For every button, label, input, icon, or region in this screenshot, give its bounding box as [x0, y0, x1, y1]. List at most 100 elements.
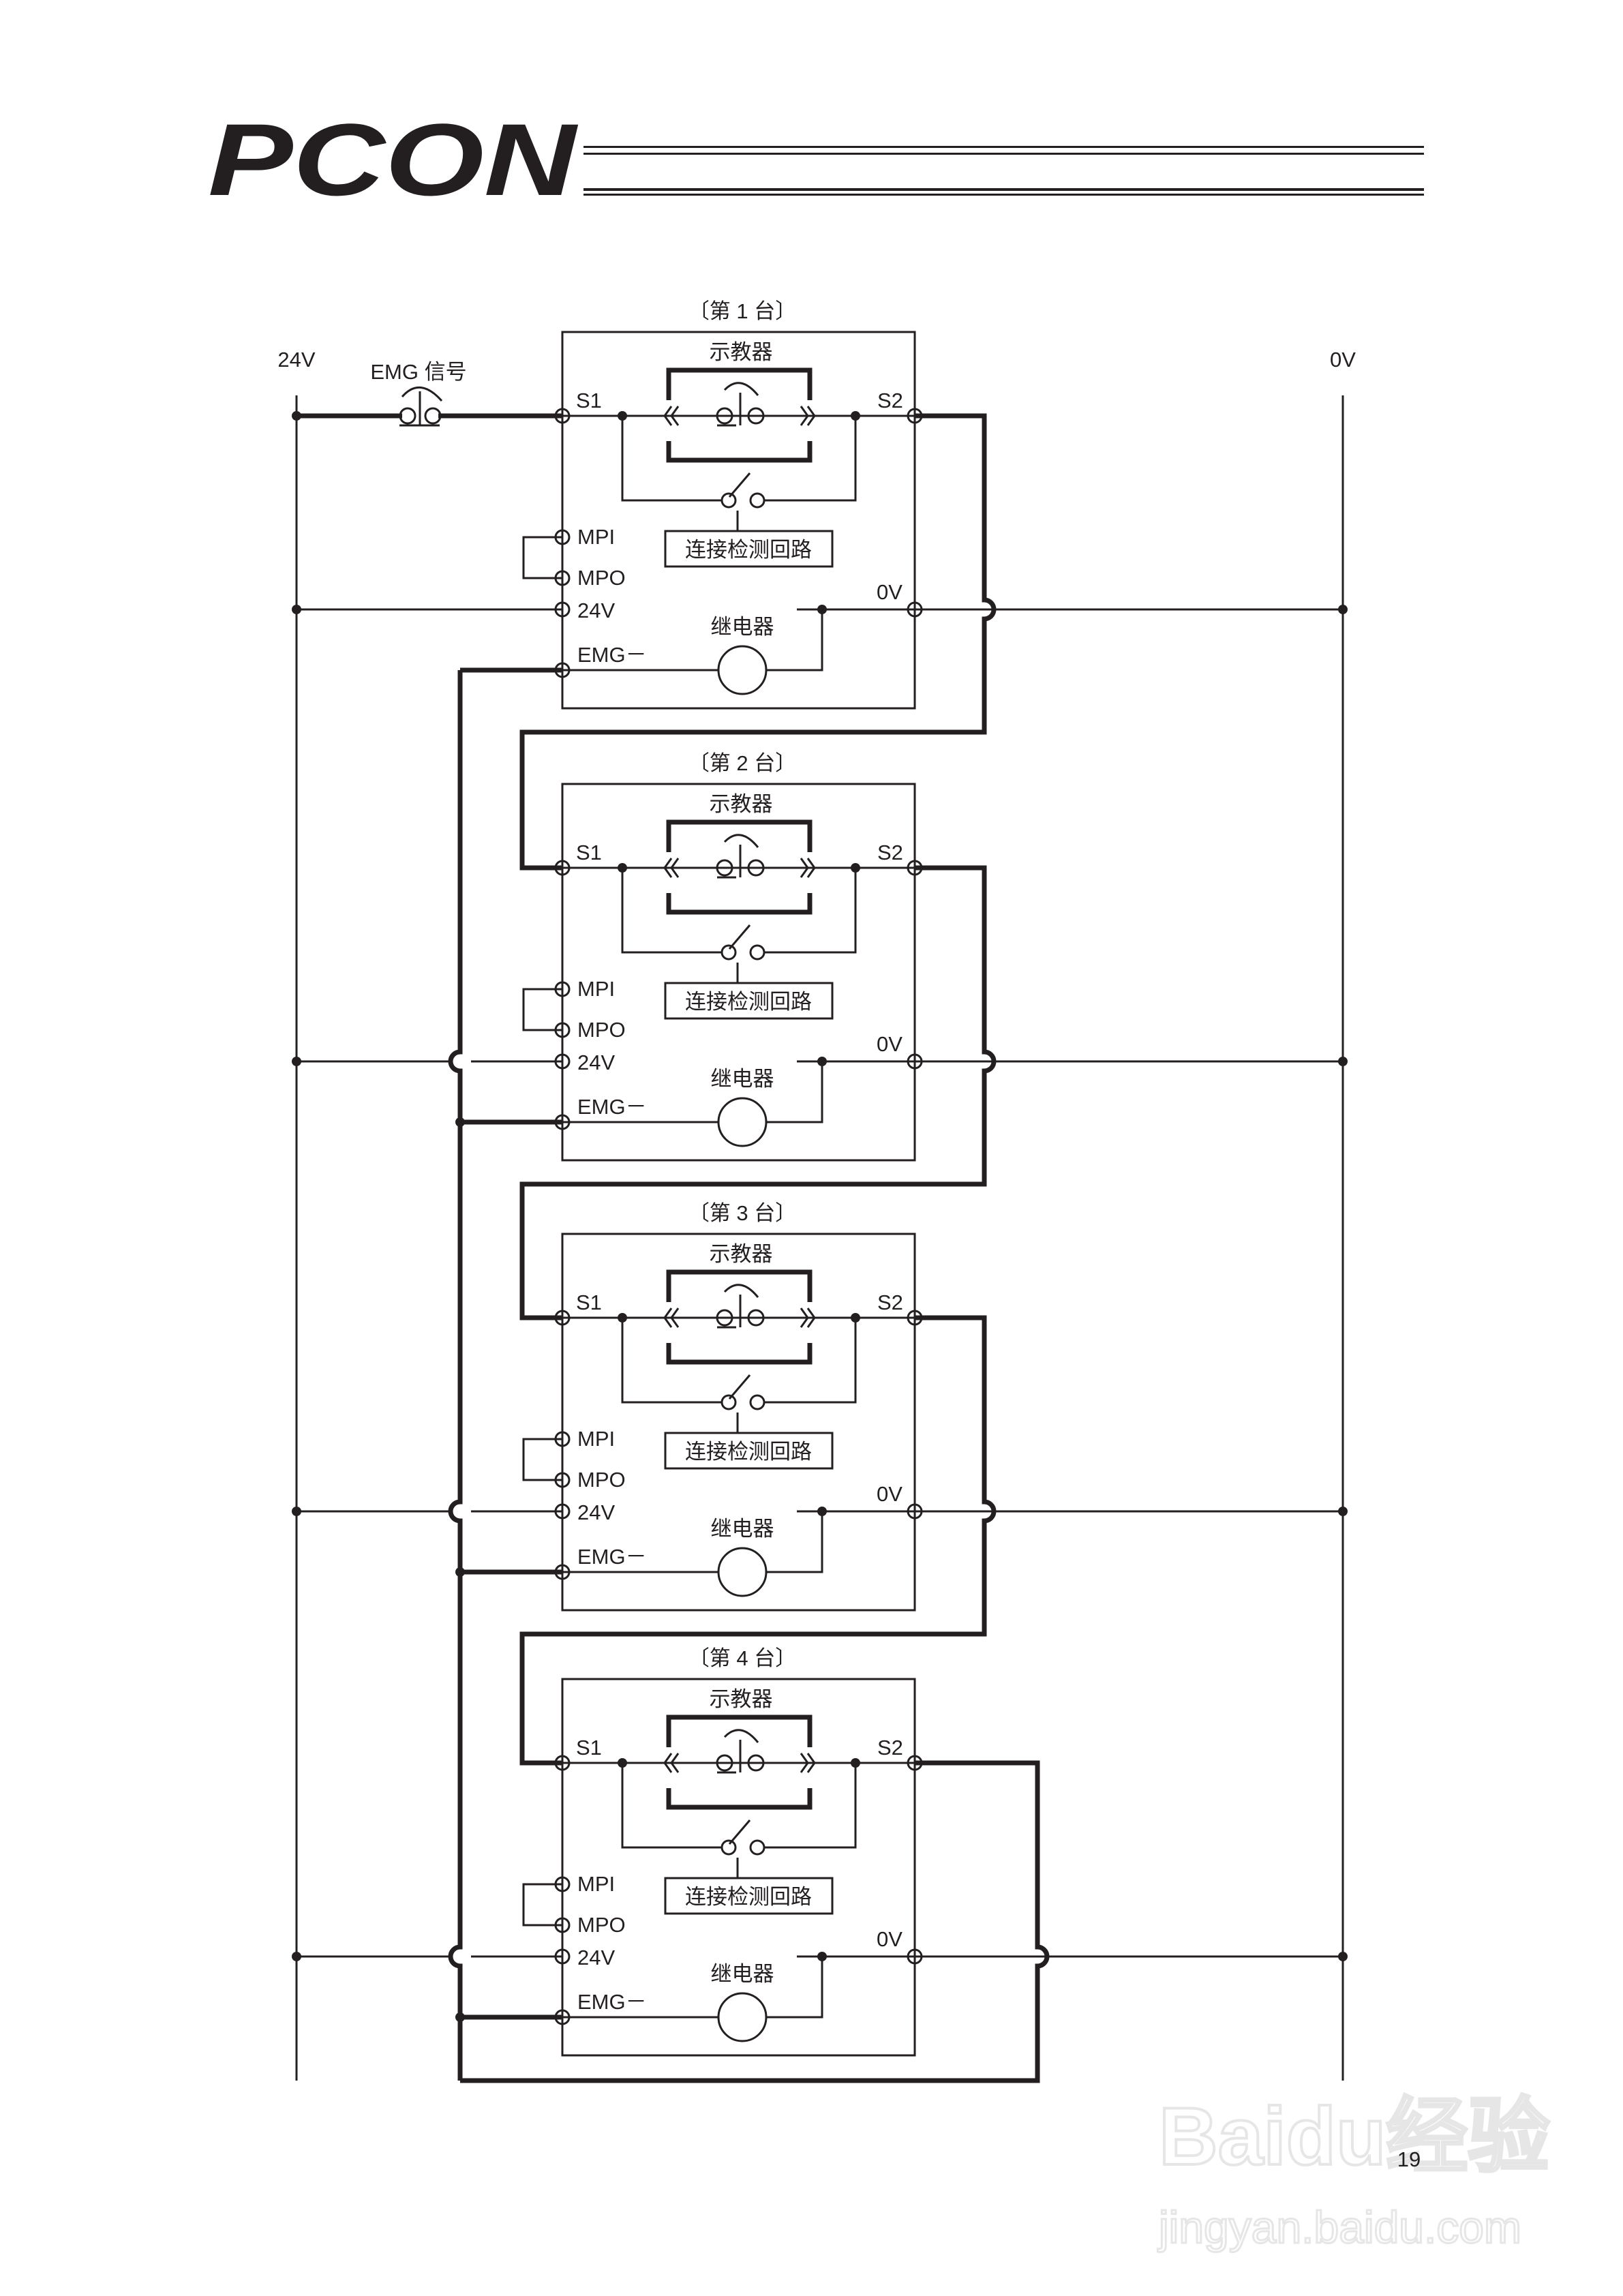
rail-0v-label: 0V [1330, 348, 1356, 372]
switch-contact [721, 1839, 737, 1856]
relay-wire [562, 609, 823, 671]
unit-box [561, 1233, 916, 1612]
terminal [554, 1755, 571, 1771]
emg-switch-contact [399, 407, 416, 425]
24v-label: 24V [577, 599, 615, 622]
mpi-label: MPI [577, 1872, 615, 1896]
switch-contact [721, 1394, 737, 1410]
unit-title: 〔第 1 台〕 [688, 299, 796, 323]
relay-label: 继电器 [711, 1067, 774, 1091]
mpo-label: MPO [577, 1468, 626, 1492]
mpo-label: MPO [577, 1018, 626, 1042]
junction-dot [455, 1117, 465, 1127]
relay-label: 继电器 [711, 615, 774, 639]
estop-contact [747, 1754, 765, 1772]
s1-label: S1 [576, 1290, 602, 1314]
s2-to-next-s1-wire [519, 413, 997, 871]
terminal [554, 1503, 571, 1520]
terminal [554, 570, 571, 586]
header: PCON [208, 102, 1424, 217]
terminal [554, 1114, 571, 1130]
pendant-label: 示教器 [710, 1687, 773, 1711]
estop-contact [716, 1309, 733, 1327]
estop-button-icon [717, 1729, 759, 1774]
terminal [554, 408, 571, 424]
watermark-url: jingyan.baidu.com [1157, 2202, 1521, 2252]
terminal [554, 1431, 571, 1447]
mpi-mpo-jumper [522, 988, 562, 1031]
terminal [554, 601, 571, 618]
emg-label: EMG－ [577, 1545, 647, 1569]
junction-dot [455, 2012, 465, 2022]
terminal [554, 2009, 571, 2025]
emg-label: EMG－ [577, 1990, 647, 2014]
mpo-label: MPO [577, 1913, 626, 1937]
terminal [554, 529, 571, 545]
rail-24v-label: 24V [277, 348, 315, 372]
s1-label: S1 [576, 1736, 602, 1759]
detect-switch-wire [621, 1318, 857, 1433]
rail-junction-dot [1338, 1057, 1348, 1066]
0v-label: 0V [877, 1482, 902, 1506]
terminal [554, 1564, 571, 1580]
connector-icon [663, 858, 816, 878]
estop-contact [716, 1754, 733, 1772]
emg-switch-contact [424, 407, 442, 425]
estop-button-icon [717, 834, 759, 879]
rail-junction-dot [1338, 605, 1348, 614]
relay-coil-icon [717, 1992, 768, 2042]
pcon-logo: PCON [208, 102, 578, 217]
s2-label: S2 [877, 389, 903, 412]
watermark: Baidu经验 jingyan.baidu.com [1157, 2089, 1551, 2254]
switch-contact [721, 944, 737, 961]
relay-coil-icon [717, 645, 768, 695]
unit-title: 〔第 2 台〕 [688, 751, 796, 775]
terminal [554, 860, 571, 876]
detect-circuit-label: 连接检测回路 [685, 538, 812, 562]
s2-to-next-s1-wire [519, 1315, 997, 1766]
rail-junction-dot [1338, 1952, 1348, 1961]
terminal [907, 1310, 923, 1326]
header-rule [583, 153, 1424, 155]
s1-label: S1 [576, 389, 602, 412]
relay-coil-icon [717, 1097, 768, 1147]
rail-junction-dot [292, 411, 301, 421]
junction-dot [455, 1567, 465, 1577]
24v-label: 24V [577, 1946, 615, 1969]
terminal [554, 981, 571, 997]
emg-signal-label: EMG 信号 [370, 360, 466, 384]
terminal [907, 1503, 923, 1520]
connector-icon [663, 1308, 816, 1328]
mpi-label: MPI [577, 525, 615, 549]
mpi-mpo-jumper [522, 536, 562, 579]
s2-label: S2 [877, 1290, 903, 1314]
wires [292, 386, 1344, 2081]
terminal [554, 1917, 571, 1933]
emg-bus-wire [448, 670, 463, 2081]
detect-switch-wire [621, 868, 857, 983]
24v-label: 24V [577, 1051, 615, 1074]
mpi-label: MPI [577, 977, 615, 1001]
switch-contact [749, 944, 765, 961]
estop-contact [747, 407, 765, 425]
detect-circuit-label: 连接检测回路 [685, 1440, 812, 1464]
0v-label: 0V [877, 1032, 902, 1056]
header-rule [583, 188, 1424, 191]
rail-junction-dot [292, 605, 301, 614]
detect-circuit-label: 连接检测回路 [685, 1885, 812, 1909]
estop-button-icon [717, 382, 759, 427]
detect-circuit-label: 连接检测回路 [685, 990, 812, 1014]
terminal [554, 1022, 571, 1038]
terminal [907, 1053, 923, 1070]
terminal [554, 1948, 571, 1965]
terminal [907, 601, 923, 618]
mpo-label: MPO [577, 566, 626, 590]
switch-contact [749, 492, 765, 509]
rail-junction-dot [1338, 1507, 1348, 1516]
pendant-box [666, 1715, 813, 1810]
